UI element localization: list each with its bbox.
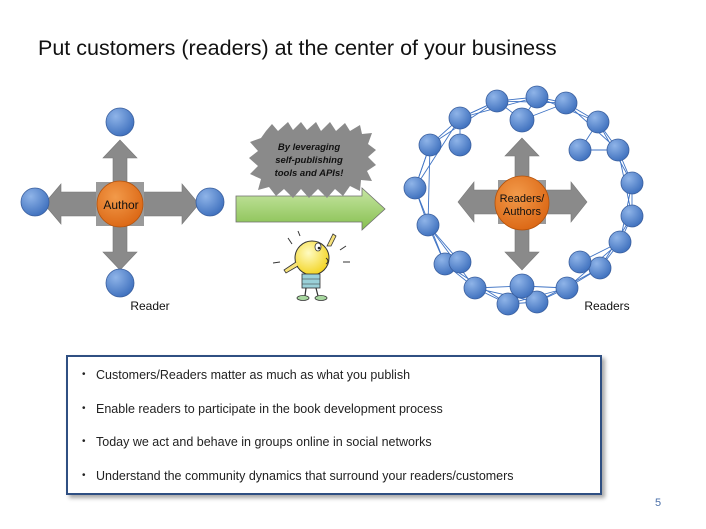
bullet-item: Enable readers to participate in the boo… (82, 402, 443, 416)
network-node (418, 133, 442, 157)
bullet-text: Customers/Readers matter as much as what… (96, 368, 411, 382)
transformation-arrow (235, 187, 386, 231)
network-node (416, 213, 440, 237)
author-top-node (105, 107, 135, 137)
author-left-node (20, 187, 50, 217)
bullet-text: Understand the community dynamics that s… (96, 469, 514, 483)
network-node (620, 204, 644, 228)
callout-line-3: tools and APIs! (275, 168, 344, 179)
slide-title: Put customers (readers) at the center of… (38, 36, 557, 60)
leveraging-callout: By leveraging self-publishing tools and … (249, 122, 376, 198)
network-node (448, 250, 472, 274)
readers-authors-line-2: Authors (503, 206, 541, 218)
readers-network: Readers/ Authors Readers (403, 85, 644, 316)
page-number: 5 (655, 497, 662, 509)
network-node (496, 292, 520, 316)
author-center-node (96, 180, 144, 228)
network-node (568, 138, 592, 162)
network-node (448, 106, 472, 130)
reader-label: Reader (130, 299, 169, 313)
bullet-item: Today we act and behave in groups online… (82, 435, 432, 449)
key-points-box: Customers/Readers matter as much as what… (66, 355, 602, 495)
readers-label: Readers (584, 299, 629, 313)
bullet-text: Enable readers to participate in the boo… (96, 402, 443, 416)
network-node (554, 91, 578, 115)
network-node (485, 89, 509, 113)
network-node (588, 256, 612, 280)
network-node (525, 290, 549, 314)
readers-authors-center-node (494, 175, 550, 231)
network-node (608, 230, 632, 254)
network-node (568, 250, 592, 274)
bullet-item: Customers/Readers matter as much as what… (82, 368, 411, 382)
network-node (448, 133, 472, 157)
network-nodes (403, 85, 644, 316)
network-node (463, 276, 487, 300)
author-hub: Author Reader (20, 107, 225, 313)
callout-line-1: By leveraging (278, 142, 340, 153)
network-node (620, 171, 644, 195)
bullet-item: Understand the community dynamics that s… (82, 469, 514, 483)
network-node (555, 276, 579, 300)
bullet-text: Today we act and behave in groups online… (96, 435, 432, 449)
network-node (509, 273, 535, 299)
author-right-node (195, 187, 225, 217)
network-node (525, 85, 549, 109)
lightbulb-character-icon (272, 230, 350, 301)
author-bottom-node (105, 268, 135, 298)
network-node (606, 138, 630, 162)
callout-line-2: self-publishing (275, 155, 343, 166)
network-node (509, 107, 535, 133)
author-label: Author (103, 198, 138, 212)
network-node (403, 176, 427, 200)
network-node (586, 110, 610, 134)
readers-authors-line-1: Readers/ (500, 193, 546, 205)
